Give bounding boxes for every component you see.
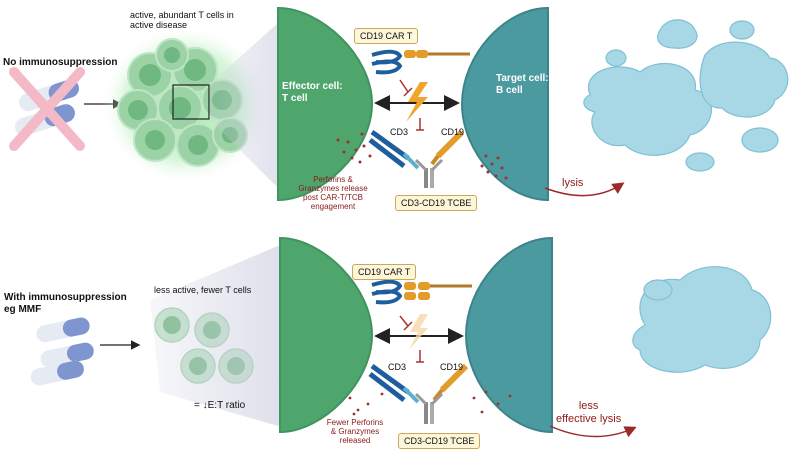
effector-cell-2 <box>279 236 374 434</box>
perforin-caption-top: Perforins & Granzymes release post CAR-T… <box>298 175 368 211</box>
target-cell <box>460 6 549 202</box>
inhibit-mark-3 <box>399 315 413 331</box>
lysis-arrow <box>544 182 625 197</box>
less-lysis-arrow <box>549 425 637 438</box>
tcells-caption-bottom: less active, fewer T cells <box>154 285 252 295</box>
tcbe-complex-2 <box>368 363 469 424</box>
cd19-label-bottom: CD19 <box>440 362 464 372</box>
cd3-label-top: CD3 <box>390 127 409 137</box>
perforin-dots <box>336 132 508 180</box>
tcbe-box-bottom: CD3-CD19 TCBE <box>398 433 481 449</box>
pill-icon-2 <box>30 317 94 386</box>
inhibit-mark <box>399 79 413 97</box>
perforin-dots-2 <box>348 390 512 416</box>
cross-icon <box>9 67 85 151</box>
condition-label-top: No immunosuppression <box>3 57 118 68</box>
cd19-label-top: CD19 <box>441 127 465 137</box>
lysed-cell-debris-2 <box>632 266 772 373</box>
zoom-beam <box>209 12 290 200</box>
bottom-panel <box>30 236 780 438</box>
lightning-icon <box>406 82 428 122</box>
tcbe-box-top: CD3-CD19 TCBE <box>395 195 478 211</box>
tcells-caption-top: active, abundant T cells in active disea… <box>130 10 234 30</box>
zoom-beam-2 <box>150 240 292 430</box>
lysis-label: lysis <box>562 177 584 189</box>
target-cell-2 <box>464 236 553 434</box>
cd3-label-bottom: CD3 <box>388 362 407 372</box>
inhibit-mark-4 <box>416 350 424 363</box>
target-label: Target cell: B cell <box>496 73 549 96</box>
car-t-box-top: CD19 CAR T <box>354 28 419 44</box>
inhibit-mark-2 <box>416 118 424 131</box>
car-t-receptor <box>371 49 470 75</box>
effector-label: Effector cell: T cell <box>282 81 343 104</box>
perforin-caption-bottom: Fewer Perforins & Granzymes released <box>326 418 384 445</box>
effector-cell <box>277 6 374 202</box>
car-t-receptor-2 <box>371 279 472 305</box>
less-lysis-label: less effective lysis <box>556 400 622 425</box>
condition-label-bottom: With immunosuppression eg MMF <box>4 292 127 315</box>
car-t-box-bottom: CD19 CAR T <box>352 264 417 280</box>
lightning-icon-faded <box>409 314 428 350</box>
tcbe-complex <box>368 129 465 188</box>
lysed-cell-debris <box>583 19 789 172</box>
top-panel <box>9 6 789 202</box>
ratio-label: = ↓E:T ratio <box>194 400 246 411</box>
